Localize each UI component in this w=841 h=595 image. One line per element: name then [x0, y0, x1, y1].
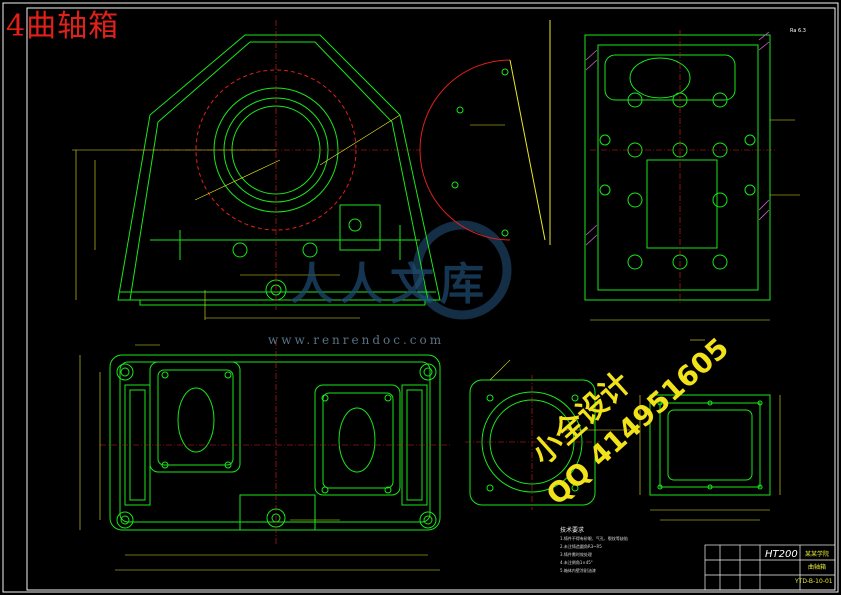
note-item: 5.箱体内壁涂耐油漆 — [560, 568, 596, 573]
top-view-dimensions — [79, 344, 440, 571]
title-block-code: YTD-B-10-01 — [795, 578, 833, 585]
flange-partial-view — [419, 20, 551, 245]
watermark-logo-circle — [412, 220, 512, 320]
round-flange-dimensions — [489, 359, 630, 431]
top-view-centerlines — [100, 340, 450, 545]
note-item: 4.未注倒角1×45° — [560, 560, 593, 565]
drawing-frame-inner — [26, 7, 836, 591]
note-item: 2.未注铸造圆角R3~R5 — [560, 544, 602, 549]
rect-cover-view — [649, 394, 771, 496]
side-section-view — [584, 34, 771, 301]
top-view — [109, 354, 441, 531]
title-block-part-name: 曲轴箱 — [808, 564, 827, 571]
watermark-logo-text: 人人文库 — [290, 259, 490, 310]
title-block — [704, 544, 836, 591]
note-item: 3.铸件需时效处理 — [560, 552, 592, 557]
title-block-material: HT200 — [765, 549, 798, 560]
side-section-dimensions — [590, 119, 800, 341]
notes-heading: 技术要求 — [560, 527, 585, 534]
side-section-centerlines — [590, 30, 775, 305]
drawing-title: 4曲轴箱 — [6, 9, 120, 44]
title-block-company: 某某学院 — [805, 551, 830, 558]
side-section-hatch — [585, 31, 770, 246]
round-flange-centerlines — [465, 375, 600, 510]
rect-cover-dimensions — [639, 395, 781, 521]
note-item: 1.铸件不得有砂眼、气孔、裂纹等缺陷 — [560, 536, 628, 541]
roughness-mark: Ra 6.3 — [790, 28, 806, 34]
watermark-site: www.renrendoc.com — [268, 333, 445, 347]
side-section-holes — [599, 92, 756, 270]
front-view-dimensions — [72, 114, 401, 320]
